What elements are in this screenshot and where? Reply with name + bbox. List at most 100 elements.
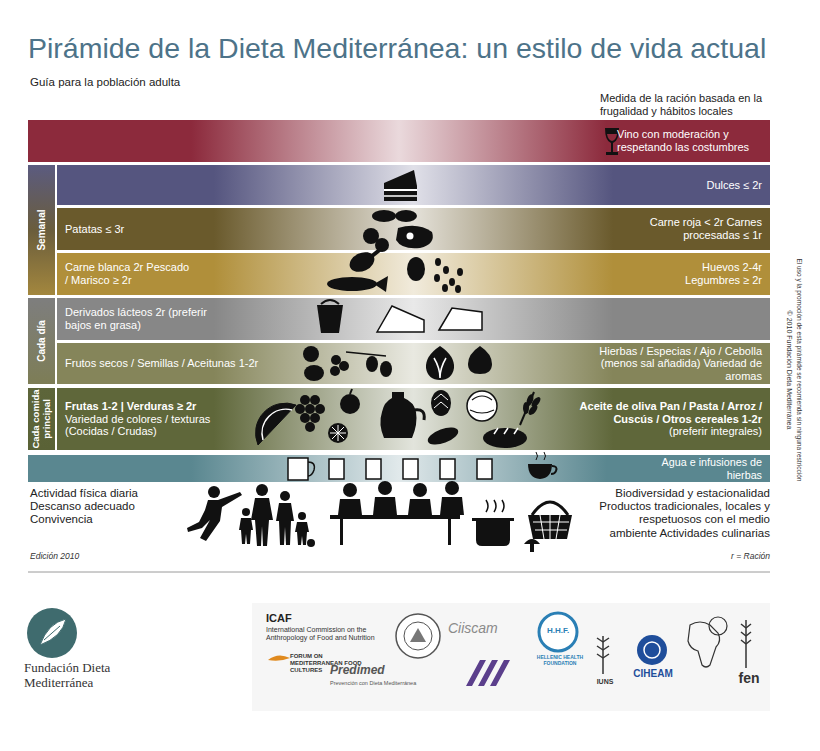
people-silhouettes: [530, 544, 534, 552]
organisation-logos: [40, 619, 66, 645]
organisation-logos: [741, 624, 751, 644]
band-column: Vino con moderación y respetando las cos…: [617, 128, 762, 153]
meat-icons: [442, 284, 448, 292]
band-column: Carne roja < 2r Carnes procesadas ≤ 1r: [627, 216, 762, 241]
dairy-icons: [317, 300, 482, 333]
band-column: Derivados lácteos 2r (preferir bajos en …: [65, 306, 210, 331]
band-text: Carne roja < 2r Carnes procesadas ≤ 1r: [627, 216, 762, 241]
water-icons: [536, 452, 546, 460]
water-icons: [477, 459, 492, 479]
people-silhouettes: [413, 483, 427, 497]
copyright-note: © 2010 Fundación Dieta Mediterránea: [785, 250, 793, 490]
band-column: Carne blanca 2r Pescado / Marisco ≥ 2r: [65, 261, 195, 286]
nuts-herbs-icons: [331, 355, 341, 365]
fruit-veg-icons: [315, 404, 325, 414]
organisation-logos: [410, 628, 426, 642]
water-icons: [288, 458, 308, 480]
fruit-veg-icons: [256, 389, 543, 448]
people-silhouettes: [378, 481, 392, 495]
logo-text: H.H.F.: [539, 626, 577, 635]
people-silhouettes: [208, 486, 220, 498]
fruit-veg-icons: [414, 410, 424, 420]
fruit-veg-icons: [330, 425, 346, 441]
organisation-logos: [404, 622, 432, 650]
water-icons: [308, 462, 314, 476]
cake-icon: [384, 170, 417, 201]
organisation-logos: [27, 608, 77, 658]
band-text: Derivados lácteos 2r (preferir bajos en …: [65, 306, 210, 331]
people-silhouettes: [524, 539, 540, 544]
food-band: Frutos secos / Semillas / Aceitunas 1-2r…: [57, 343, 770, 384]
frequency-tab-label: Semanal: [36, 170, 48, 290]
organisation-logos: [709, 617, 727, 635]
people-silhouettes: [532, 502, 568, 515]
people-silhouettes: [280, 491, 290, 501]
nuts-herbs-icons: [366, 356, 378, 372]
people-silhouettes: [528, 515, 572, 539]
people-silhouettes: [533, 515, 569, 539]
fruit-veg-icons: [300, 413, 310, 423]
people-silhouettes: [343, 483, 357, 497]
logo-text: Predimed: [330, 664, 420, 678]
band-text: Frutas 1-2 | Verduras ≥ 2r: [65, 400, 245, 413]
side-tab: [28, 165, 55, 450]
people-silhouettes: [448, 519, 451, 545]
fruit-veg-icons: [350, 389, 352, 394]
fruit-veg-icons: [310, 395, 320, 405]
side-tab: [28, 388, 55, 450]
meat-icons: [449, 278, 455, 286]
people-silhouettes: [239, 518, 253, 544]
dairy-icons: [439, 308, 482, 330]
band-text: Vino con moderación y respetando las cos…: [617, 128, 762, 153]
note-text: r = Ración: [700, 552, 770, 562]
note-text: Medida de la ración basada en la frugali…: [600, 92, 772, 117]
meat-icons: [372, 210, 396, 222]
organisation-logos: [688, 622, 720, 667]
logo-panel: [252, 603, 770, 711]
nuts-herbs-icons: [380, 361, 392, 377]
side-tab: [28, 165, 55, 295]
logo-text: Fundación Dieta Mediterránea: [24, 661, 114, 691]
organisation-logos: [27, 608, 751, 686]
water-icons: [288, 452, 557, 480]
band-text: Aceite de oliva Pan / Pasta / Arroz / Cu…: [574, 400, 762, 425]
water-icons: [528, 464, 552, 479]
band-text: Variedad de colores / texturas (Cocidas …: [65, 413, 245, 438]
organisation-logos: [466, 660, 510, 686]
meat-icons: [457, 268, 463, 276]
fruit-veg-icons: [340, 394, 360, 414]
meat-icons: [435, 258, 441, 266]
meat-icons: [346, 248, 377, 275]
logo-text: HELLENIC HEALTH FOUNDATION: [530, 655, 590, 667]
nuts-herbs-icons: [304, 365, 324, 381]
meat-icons: [396, 226, 433, 249]
nuts-herbs-icons: [339, 361, 349, 371]
fruit-veg-icons: [300, 395, 310, 405]
people-silhouettes: [276, 503, 294, 545]
meat-icons: [407, 257, 425, 281]
people-silhouettes: [298, 512, 306, 520]
fruit-veg-icons: [483, 428, 527, 448]
logo-text: Prevención con Dieta Mediterránea: [330, 680, 440, 686]
band-column: Aceite de oliva Pan / Pasta / Arroz / Cu…: [574, 400, 762, 438]
meat-icons: [434, 274, 440, 282]
nuts-herbs-icons: [303, 346, 492, 381]
fruit-veg-icons: [295, 404, 305, 414]
people-silhouettes: [251, 498, 273, 546]
nuts-herbs-icons: [346, 352, 386, 356]
frequency-tab-label: Cada día: [36, 301, 48, 381]
wine-glass-icon: [605, 128, 619, 155]
meat-icons: [327, 210, 463, 293]
people-silhouettes: [295, 522, 309, 545]
people-silhouettes: [486, 500, 504, 512]
band-text: Agua e infusiones de hierbas: [650, 456, 762, 481]
band-text: Carne blanca 2r Pescado / Marisco ≥ 2r: [65, 261, 195, 286]
nuts-herbs-icons: [303, 346, 319, 362]
people-silhouettes: [242, 508, 250, 516]
dairy-icons: [321, 300, 339, 304]
water-icons: [440, 459, 455, 479]
wine-glass-icon: [605, 128, 619, 155]
fruit-veg-icons: [328, 423, 348, 443]
fruit-veg-icons: [256, 403, 296, 445]
wine-glass-icon: [607, 134, 617, 141]
